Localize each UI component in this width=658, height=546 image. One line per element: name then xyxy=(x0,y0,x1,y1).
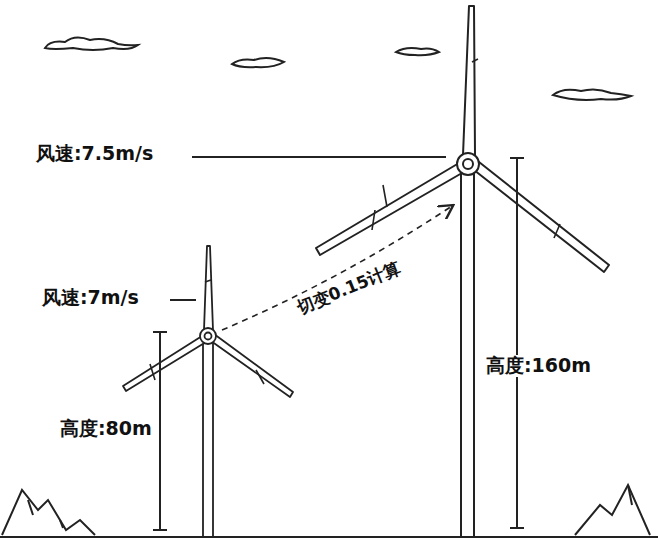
large-turbine xyxy=(316,6,609,537)
small-turbine xyxy=(123,246,293,537)
annotation-label: 风速:7m/s xyxy=(40,287,141,309)
leader-lines xyxy=(170,157,446,300)
blade-marks xyxy=(150,59,560,384)
annotation-label: 风速:7.5m/s xyxy=(34,143,155,165)
ground-line xyxy=(0,536,658,538)
annotation-label: 高度:160m xyxy=(484,355,593,377)
mountains xyxy=(2,485,650,535)
clouds xyxy=(45,37,631,99)
shear-arrow xyxy=(222,206,452,330)
annotation-label: 切变0.15计算 xyxy=(292,258,405,319)
annotation-label: 高度:80m xyxy=(58,418,154,440)
height-dimension-lines xyxy=(153,158,524,530)
